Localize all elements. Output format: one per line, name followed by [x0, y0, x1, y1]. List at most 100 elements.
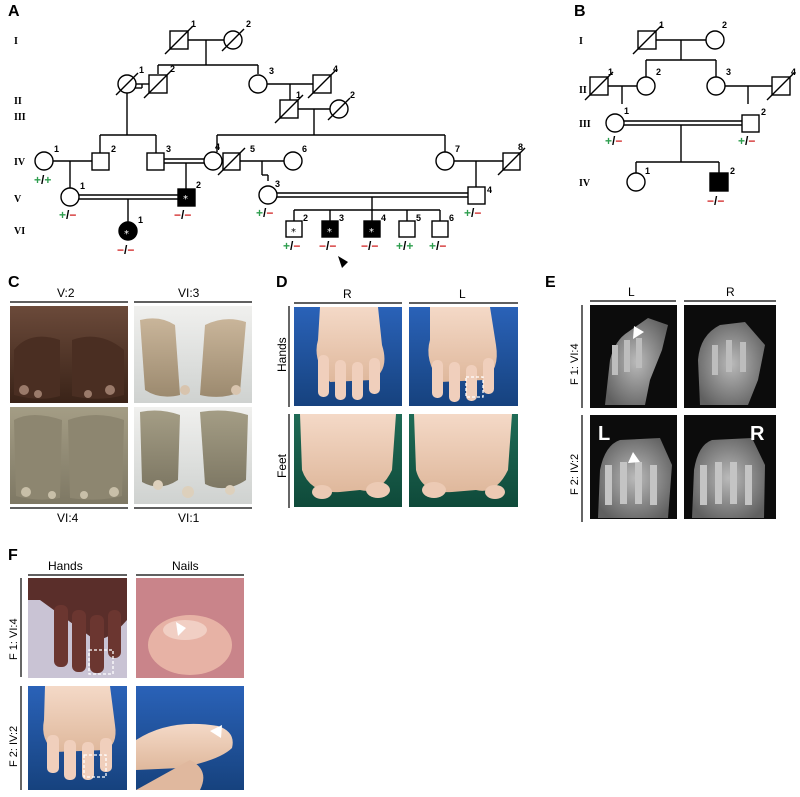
xray-e-f2-left: L [590, 415, 677, 519]
pedigree-a-V1 [60, 187, 80, 207]
gen-label: I [579, 36, 583, 47]
gen-label: III [14, 112, 26, 123]
photo-c-vi1 [134, 407, 252, 504]
pedigree-a-IV1 [34, 151, 54, 171]
id: 5 [416, 213, 421, 223]
proband-arrow [338, 256, 348, 268]
panel-label-e: E [545, 274, 556, 291]
panel-d-col-r: R [343, 287, 352, 301]
photo-f-f1-nail [136, 578, 244, 678]
pedigree-a-I1 [164, 25, 194, 55]
pedigree-b-III1 [605, 113, 625, 133]
genotype-III1: +/− [605, 134, 622, 148]
id: 7 [455, 144, 460, 154]
id: 2 [722, 20, 727, 30]
nail-arrow [210, 725, 222, 738]
id: 1 [80, 181, 85, 191]
id: 2 [111, 144, 116, 154]
asterisk: * [369, 227, 374, 238]
photo-c-vi3 [134, 306, 252, 403]
id: 4 [487, 185, 492, 195]
nail-arrow [176, 622, 186, 636]
panel-f-headers [20, 574, 244, 790]
pedigree-a-I2 [221, 28, 245, 52]
id: 1 [54, 144, 59, 154]
panel-label-a: A [8, 3, 20, 20]
panel-c-headers [10, 301, 252, 509]
pedigree-a-VI5 [398, 220, 416, 238]
gen-label: III [579, 119, 591, 130]
id: 3 [269, 66, 274, 76]
pedigree-a-VI3 [321, 220, 339, 238]
id: 6 [449, 213, 454, 223]
pedigree-b-I2 [705, 30, 725, 50]
genotype-V2: −/− [174, 208, 191, 222]
panel-c-label-vi1: VI:1 [178, 511, 200, 525]
genotype-IV2: −/− [707, 194, 724, 208]
genotype-VI1: −/− [117, 243, 134, 257]
photo-c-v2 [10, 306, 128, 403]
id: 4 [381, 213, 386, 223]
pedigree-a-V3 [258, 185, 278, 205]
pedigree-a-IV8 [497, 147, 526, 176]
pedigree-a-IV4 [203, 151, 223, 171]
panel-e-row-f1: F 1: VI:4 [569, 343, 581, 385]
id: 1 [624, 106, 629, 116]
pedigree-a-III1 [274, 94, 304, 124]
pedigree-b [608, 39, 772, 173]
xray-overlay-r: R [750, 423, 765, 445]
panel-label-f: F [8, 547, 18, 564]
pedigree-a [48, 39, 503, 224]
pedigree-b-genotypes: +/− +/− −/− [605, 134, 755, 208]
panel-f-row-f1: F 1: VI:4 [8, 618, 20, 660]
pedigree-a-IV3 [146, 152, 165, 171]
asterisk: * [327, 227, 332, 238]
gen-label: VI [14, 226, 25, 237]
panel-c-label-v2: V:2 [57, 286, 75, 300]
pedigree-a-IV7 [435, 151, 455, 171]
photo-f-f2-hand [28, 686, 127, 790]
pedigree-a-VI4 [363, 220, 381, 238]
genotype-VI5: +/+ [396, 239, 413, 253]
xray-arrow [633, 326, 644, 339]
pedigree-b-I1 [632, 25, 662, 55]
gen-label: IV [14, 157, 26, 168]
genotype-III2: +/− [738, 134, 755, 148]
xray-overlay-l: L [598, 423, 610, 445]
panel-d-row-feet: Feet [275, 453, 289, 478]
xray-e-f1-right [684, 305, 776, 408]
panel-d-col-l: L [459, 287, 466, 301]
id: 5 [250, 144, 255, 154]
panel-c-label-vi4: VI:4 [57, 511, 79, 525]
gen-label: V [14, 194, 22, 205]
pedigree-a-VI6 [431, 220, 449, 238]
panel-f-col-hands: Hands [48, 559, 83, 573]
panel-e-row-f2: F 2: IV:2 [569, 454, 581, 495]
pedigree-a-IV6 [283, 151, 303, 171]
id: 1 [139, 65, 144, 75]
photo-d-hand-left [409, 307, 518, 406]
id: 2 [246, 19, 251, 29]
pedigree-a-IV5 [217, 147, 246, 176]
panel-label-b: B [574, 3, 586, 20]
pedigree-b-ids: 1 2 1 2 3 4 1 2 1 2 [608, 20, 796, 176]
photo-d-foot-right [294, 414, 402, 507]
genotype-VI4: −/− [361, 239, 378, 253]
id: 1 [645, 166, 650, 176]
id: 1 [608, 67, 613, 77]
asterisk: * [183, 194, 188, 205]
generation-labels-b: I II III IV [579, 36, 591, 189]
pedigree-b-II2 [636, 76, 656, 96]
id: 3 [275, 179, 280, 189]
pedigree-b-II1 [584, 71, 614, 101]
panel-d-row-hands: Hands [275, 337, 289, 372]
asterisk-markers: * * * * * [124, 194, 374, 240]
id: 1 [659, 20, 664, 30]
pedigree-a-II4 [307, 69, 337, 99]
genotype-V4: +/− [464, 206, 481, 220]
panel-e-headers [581, 300, 776, 522]
nail-highlight-box [465, 376, 484, 398]
panel-f-row-f2: F 2: IV:2 [8, 726, 20, 767]
pedigree-b-IV1 [626, 172, 646, 192]
